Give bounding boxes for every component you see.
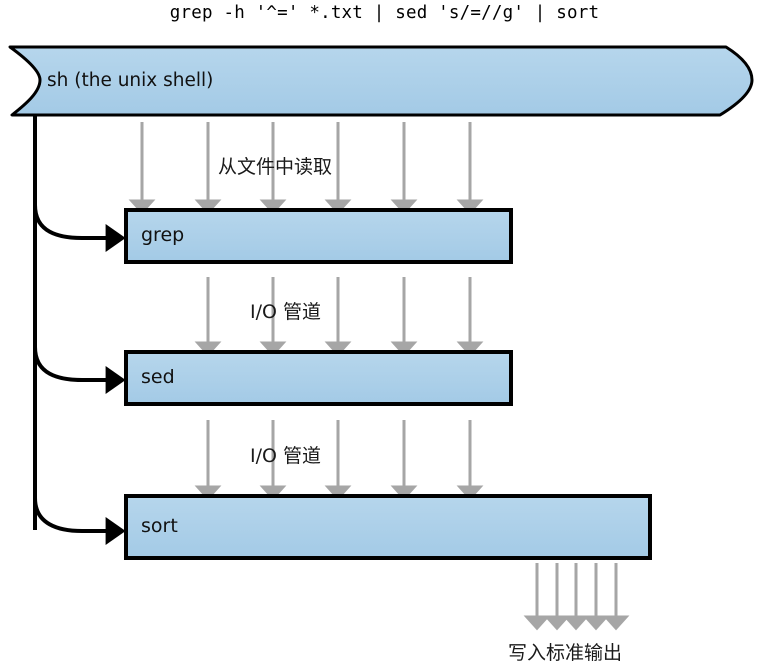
process-label-grep: grep [141,224,185,246]
arrows-sed-to-sort [194,420,484,501]
process-box-grep[interactable] [124,208,513,264]
shell-to-sort-arrow [33,497,126,545]
shell-banner [8,45,754,117]
command-title: grep -h '^=' *.txt | sed 's/=//g' | sort [169,3,600,23]
arrows-files-to-grep [128,122,484,215]
flow-label-write-stdout: 写入标准输出 [508,642,623,664]
shell-to-grep-arrow [33,204,126,252]
flow-label-io-pipe-2: I/O 管道 [250,445,321,467]
flow-label-read-from-file: 从文件中读取 [218,156,333,178]
flow-label-io-pipe-1: I/O 管道 [250,301,321,323]
process-label-sed: sed [141,366,175,388]
process-box-sed[interactable] [124,350,513,406]
arrows-sort-to-stdout [523,563,630,631]
shell-to-sed-arrow [33,346,126,394]
process-box-sort[interactable] [124,494,652,560]
shell-box-label: sh (the unix shell) [47,70,214,91]
arrows-grep-to-sed [194,277,484,357]
process-label-sort: sort [141,515,178,537]
